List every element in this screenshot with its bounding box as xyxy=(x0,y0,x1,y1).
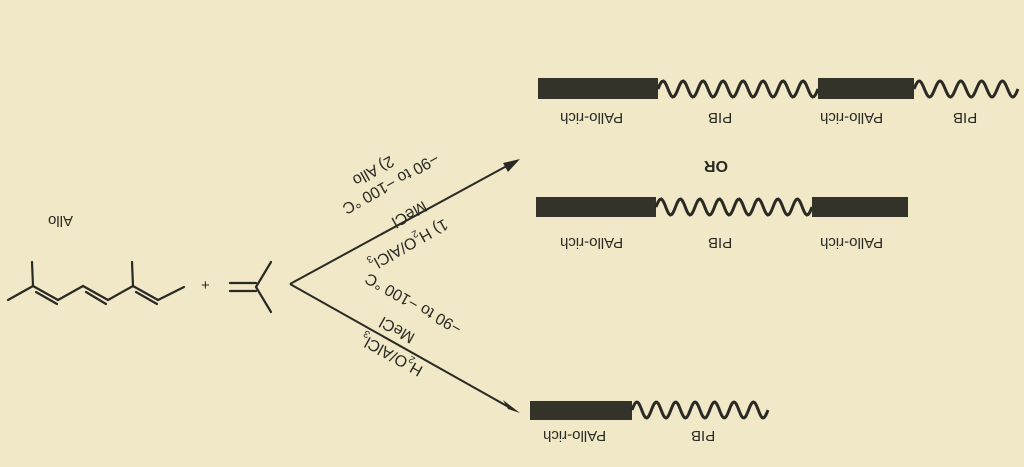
top-label-1: PAllo-rich xyxy=(560,109,624,126)
upper-arrowhead-icon xyxy=(503,159,520,172)
top-label-2: PIB xyxy=(708,109,733,126)
pallo-block-bottom-1 xyxy=(530,401,632,420)
mid-label-1: PAllo-rich xyxy=(560,234,624,251)
lower-arrowhead-icon xyxy=(503,400,520,413)
isobutylene-structure xyxy=(228,260,273,314)
lower-reaction-arrow xyxy=(289,283,515,411)
mid-label-3: PAllo-rich xyxy=(820,234,884,251)
bottom-label-1: PAllo-rich xyxy=(543,427,607,444)
allo-label: Allo xyxy=(48,212,74,229)
top-label-4: PIB xyxy=(953,109,978,126)
pib-coil-mid-1 xyxy=(654,197,814,217)
pallo-block-top-2 xyxy=(818,78,914,99)
plus-sign: + xyxy=(201,277,210,294)
pib-coil-top-2 xyxy=(912,79,1020,99)
pib-coil-bottom-1 xyxy=(630,400,770,420)
pallo-block-mid-2 xyxy=(812,197,908,217)
bottom-label-2: PIB xyxy=(691,427,716,444)
upper-reaction-arrow xyxy=(289,161,515,285)
alloocimene-structure xyxy=(6,260,186,306)
pallo-block-top-1 xyxy=(538,78,658,99)
pallo-block-mid-1 xyxy=(536,197,656,217)
or-label: OR xyxy=(704,157,728,174)
mid-label-2: PIB xyxy=(708,234,733,251)
top-label-3: PAllo-rich xyxy=(820,109,884,126)
pib-coil-top-1 xyxy=(656,79,820,99)
